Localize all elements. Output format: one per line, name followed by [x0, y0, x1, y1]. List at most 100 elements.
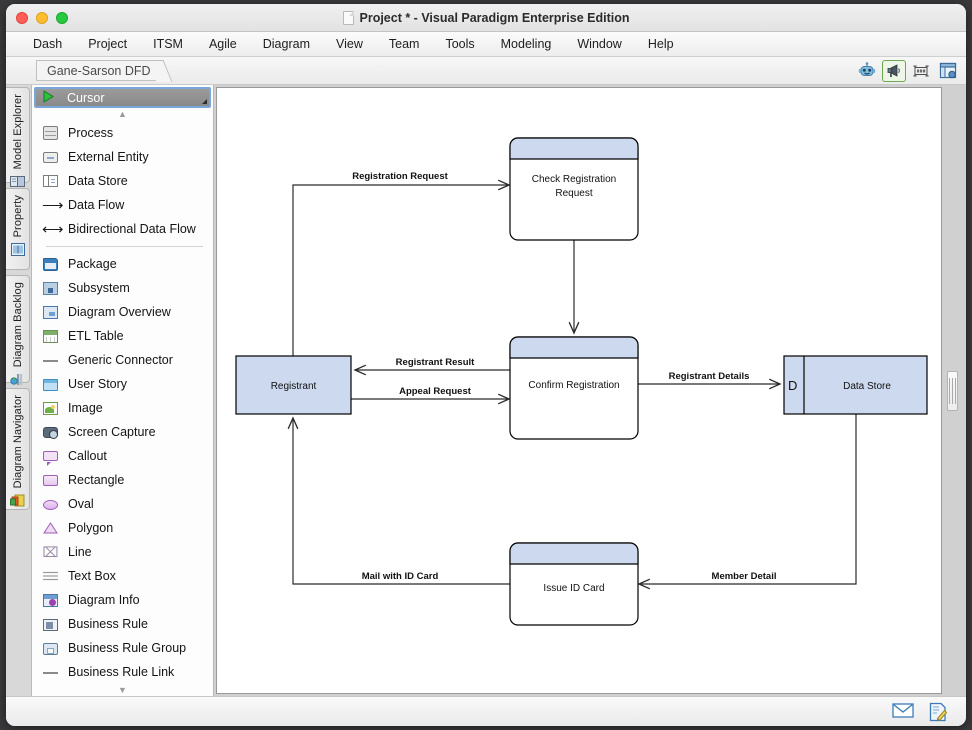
canvas-area: Registration Request Registrant Result	[214, 85, 966, 696]
palette-scroll-down[interactable]: ▼	[118, 685, 127, 695]
menu-item-itsm[interactable]: ITSM	[153, 37, 183, 51]
palette-item-callout[interactable]: Callout	[32, 444, 213, 468]
palette-item-business-rule-group-label: Business Rule Group	[68, 641, 187, 655]
palette-item-user-story[interactable]: User Story	[32, 372, 213, 396]
palette-item-etl-table[interactable]: ETL Table	[32, 324, 213, 348]
breadcrumb[interactable]: Gane-Sarson DFD	[36, 60, 157, 81]
menu-item-team[interactable]: Team	[388, 37, 420, 51]
cursor-icon	[42, 90, 59, 105]
data-flow-arrow-icon: ⟶	[42, 196, 64, 214]
flow-appeal-request[interactable]: Appeal Request	[351, 386, 511, 405]
palette-item-cursor-label: Cursor	[67, 90, 105, 105]
palette-item-bidirectional-data-flow-label: Bidirectional Data Flow	[68, 222, 196, 236]
process-icon	[42, 125, 59, 141]
palette-item-subsystem[interactable]: Subsystem	[32, 276, 213, 300]
shape-issue-id-card-label: Issue ID Card	[543, 583, 604, 594]
shape-confirm-registration[interactable]: Confirm Registration	[509, 336, 639, 440]
sidebar-tab-model-explorer-label: Model Explorer	[11, 94, 24, 170]
filmstrip-icon[interactable]	[909, 60, 933, 82]
document-icon	[342, 10, 354, 25]
shape-issue-id-card[interactable]: Issue ID Card	[509, 542, 639, 626]
palette-item-business-rule-group[interactable]: Business Rule Group	[32, 636, 213, 660]
polygon-icon	[42, 521, 59, 536]
palette-item-screen-capture[interactable]: Screen Capture	[32, 420, 213, 444]
menu-item-window[interactable]: Window	[577, 37, 622, 51]
bot-icon[interactable]	[855, 60, 879, 82]
diagram-canvas[interactable]: Registration Request Registrant Result	[216, 87, 942, 694]
palette-item-external-entity[interactable]: External Entity	[32, 145, 213, 169]
shape-data-store[interactable]: D Data Store	[783, 355, 928, 415]
palette-item-data-flow-label: Data Flow	[68, 198, 125, 212]
flow-registrant-result[interactable]: Registrant Result	[353, 357, 513, 376]
mail-icon[interactable]	[892, 702, 914, 722]
palette-item-oval[interactable]: Oval	[32, 492, 213, 516]
menu-item-help[interactable]: Help	[647, 37, 674, 51]
menu-item-modeling[interactable]: Modeling	[500, 37, 552, 51]
palette-item-diagram-overview[interactable]: Diagram Overview	[32, 300, 213, 324]
palette-item-polygon[interactable]: Polygon	[32, 516, 213, 540]
flow-registrant-details[interactable]: Registrant Details	[635, 371, 782, 390]
notes-edit-icon[interactable]	[928, 702, 950, 722]
palette-item-image[interactable]: Image	[32, 396, 213, 420]
menu-item-dash[interactable]: Dash	[33, 37, 63, 51]
sidebar-tab-property-label: Property	[11, 195, 24, 238]
business-rule-icon	[42, 617, 59, 632]
sidebar-tab-model-explorer[interactable]: Model Explorer	[6, 87, 30, 188]
shape-check-registration-request[interactable]: Check Registration Request	[509, 137, 639, 241]
palette-item-business-rule-link[interactable]: Business Rule Link	[32, 660, 213, 684]
menu-item-view[interactable]: View	[336, 37, 363, 51]
menu-item-project[interactable]: Project	[88, 37, 128, 51]
flow-mail-with-id-card[interactable]: Mail with ID Card	[287, 416, 513, 585]
rectangle-icon	[42, 473, 59, 488]
sidebar-tab-diagram-backlog[interactable]: Diagram Backlog	[6, 275, 30, 386]
application-window: Project * - Visual Paradigm Enterprise E…	[6, 4, 966, 726]
shape-check-registration-request-label-line1: Check Registration	[532, 174, 616, 185]
palette-item-business-rule-link-label: Business Rule Link	[68, 665, 175, 679]
shape-data-store-letter: D	[788, 378, 797, 393]
megaphone-icon[interactable]	[882, 59, 906, 82]
palette-scroll-up[interactable]: ▲	[118, 109, 127, 119]
palette-item-etl-table-label: ETL Table	[68, 329, 124, 343]
palette-item-package[interactable]: Package	[32, 252, 213, 276]
flow-registration-request[interactable]: Registration Request	[292, 171, 511, 356]
palette-item-data-store[interactable]: Data Store	[32, 169, 213, 193]
sidebar-tab-diagram-navigator[interactable]: Diagram Navigator	[6, 388, 30, 510]
callout-icon	[42, 449, 59, 466]
diagram-info-icon	[42, 593, 59, 608]
flow-member-detail-label: Member Detail	[712, 571, 777, 582]
diagram-overview-icon	[42, 305, 59, 320]
flow-registration-request-label: Registration Request	[352, 171, 448, 182]
palette-item-text-box[interactable]: Text Box	[32, 564, 213, 588]
palette-item-business-rule[interactable]: Business Rule	[32, 612, 213, 636]
palette-item-line[interactable]: ⌧ Line	[32, 540, 213, 564]
palette-item-data-flow[interactable]: ⟶ Data Flow	[32, 193, 213, 217]
close-button[interactable]	[16, 11, 28, 24]
palette-item-process[interactable]: Process	[32, 121, 213, 145]
palette-item-generic-connector[interactable]: Generic Connector	[32, 348, 213, 372]
palette-item-image-label: Image	[68, 401, 103, 415]
sidebar-tab-diagram-backlog-label: Diagram Backlog	[11, 282, 24, 368]
canvas-split-handle[interactable]	[942, 85, 962, 696]
palette-item-diagram-info[interactable]: Diagram Info	[32, 588, 213, 612]
generic-connector-icon	[42, 353, 59, 368]
window-layout-icon[interactable]	[936, 60, 960, 82]
shape-registrant[interactable]: Registrant	[235, 355, 352, 415]
breadcrumb-label: Gane-Sarson DFD	[47, 63, 151, 78]
menu-item-agile[interactable]: Agile	[208, 37, 237, 51]
menu-item-tools[interactable]: Tools	[445, 37, 475, 51]
bidirectional-arrow-icon: ⟷	[42, 220, 64, 238]
sidebar-tab-property[interactable]: Property	[6, 188, 30, 270]
minimize-button[interactable]	[36, 11, 48, 24]
palette-item-rectangle-label: Rectangle	[68, 473, 125, 487]
menu-item-diagram[interactable]: Diagram	[262, 37, 310, 51]
palette-item-cursor[interactable]: Cursor	[34, 87, 211, 108]
zoom-button[interactable]	[56, 11, 68, 24]
palette-item-bidirectional-data-flow[interactable]: ⟷ Bidirectional Data Flow	[32, 217, 213, 241]
palette-item-rectangle[interactable]: Rectangle	[32, 468, 213, 492]
palette-item-user-story-label: User Story	[68, 377, 128, 391]
flow-member-detail[interactable]: Member Detail	[637, 414, 857, 590]
palette-item-external-entity-label: External Entity	[68, 150, 149, 164]
split-grip[interactable]	[946, 370, 958, 411]
shape-data-store-label: Data Store	[843, 381, 891, 392]
window-controls[interactable]	[16, 11, 68, 24]
